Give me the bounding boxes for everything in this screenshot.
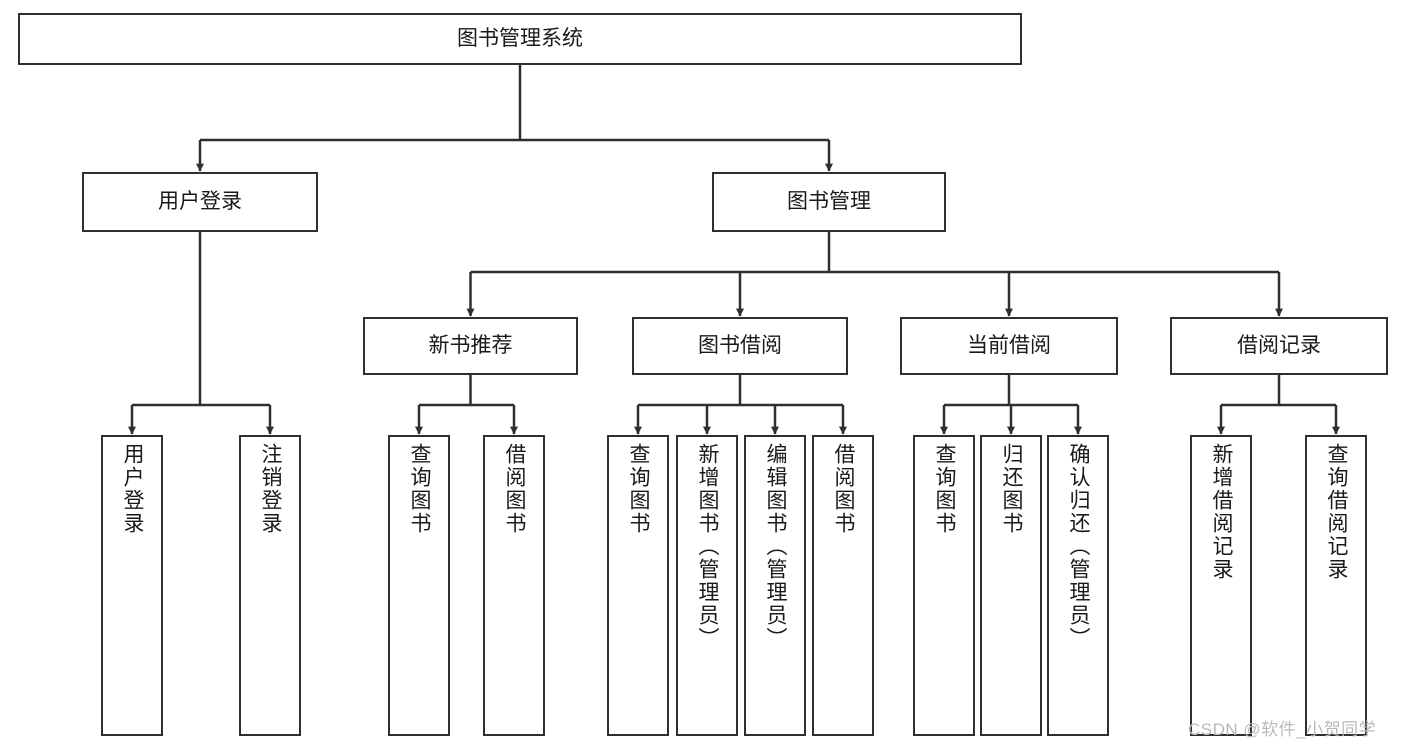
node-label: 查询图书 bbox=[933, 443, 957, 535]
node-leaf-login-1[interactable]: 用户登录 bbox=[101, 435, 163, 736]
node-leaf-cur-2[interactable]: 归还图书 bbox=[980, 435, 1042, 736]
node-label: 用户登录 bbox=[121, 443, 145, 535]
node-label: 新增图书（管理员） bbox=[696, 443, 720, 650]
node-leaf-cur-3[interactable]: 确认归还（管理员） bbox=[1047, 435, 1109, 736]
node-label: 新增借阅记录 bbox=[1210, 443, 1234, 581]
node-label: 归还图书 bbox=[1000, 443, 1024, 535]
node-label: 当前借阅 bbox=[967, 333, 1051, 357]
node-record[interactable]: 借阅记录 bbox=[1170, 317, 1388, 375]
node-login[interactable]: 用户登录 bbox=[82, 172, 318, 232]
node-leaf-new-2[interactable]: 借阅图书 bbox=[483, 435, 545, 736]
node-label: 确认归还（管理员） bbox=[1067, 443, 1091, 650]
node-leaf-borrow-1[interactable]: 查询图书 bbox=[607, 435, 669, 736]
node-leaf-new-1[interactable]: 查询图书 bbox=[388, 435, 450, 736]
node-label: 编辑图书（管理员） bbox=[764, 443, 788, 650]
node-label: 查询图书 bbox=[408, 443, 432, 535]
node-label: 借阅图书 bbox=[832, 443, 856, 535]
node-label: 查询图书 bbox=[627, 443, 651, 535]
edge-group bbox=[128, 65, 1340, 435]
node-label: 借阅图书 bbox=[503, 443, 527, 535]
node-current[interactable]: 当前借阅 bbox=[900, 317, 1118, 375]
node-borrow[interactable]: 图书借阅 bbox=[632, 317, 848, 375]
node-bookmgmt[interactable]: 图书管理 bbox=[712, 172, 946, 232]
node-label: 用户登录 bbox=[158, 189, 242, 213]
node-leaf-login-2[interactable]: 注销登录 bbox=[239, 435, 301, 736]
node-leaf-borrow-4[interactable]: 借阅图书 bbox=[812, 435, 874, 736]
node-label: 注销登录 bbox=[259, 443, 283, 535]
node-label: 图书管理系统 bbox=[457, 26, 583, 50]
watermark: CSDN @软件_小贺同学 bbox=[1188, 720, 1377, 739]
node-newbook[interactable]: 新书推荐 bbox=[363, 317, 578, 375]
node-leaf-borrow-3[interactable]: 编辑图书（管理员） bbox=[744, 435, 806, 736]
node-leaf-cur-1[interactable]: 查询图书 bbox=[913, 435, 975, 736]
node-label: 图书管理 bbox=[787, 189, 871, 213]
node-label: 图书借阅 bbox=[698, 333, 782, 357]
node-label: 借阅记录 bbox=[1237, 333, 1321, 357]
node-leaf-rec-2[interactable]: 查询借阅记录 bbox=[1305, 435, 1367, 736]
node-label: 查询借阅记录 bbox=[1325, 443, 1349, 581]
node-leaf-borrow-2[interactable]: 新增图书（管理员） bbox=[676, 435, 738, 736]
node-label: 新书推荐 bbox=[428, 333, 513, 357]
node-leaf-rec-1[interactable]: 新增借阅记录 bbox=[1190, 435, 1252, 736]
node-root[interactable]: 图书管理系统 bbox=[18, 13, 1022, 65]
